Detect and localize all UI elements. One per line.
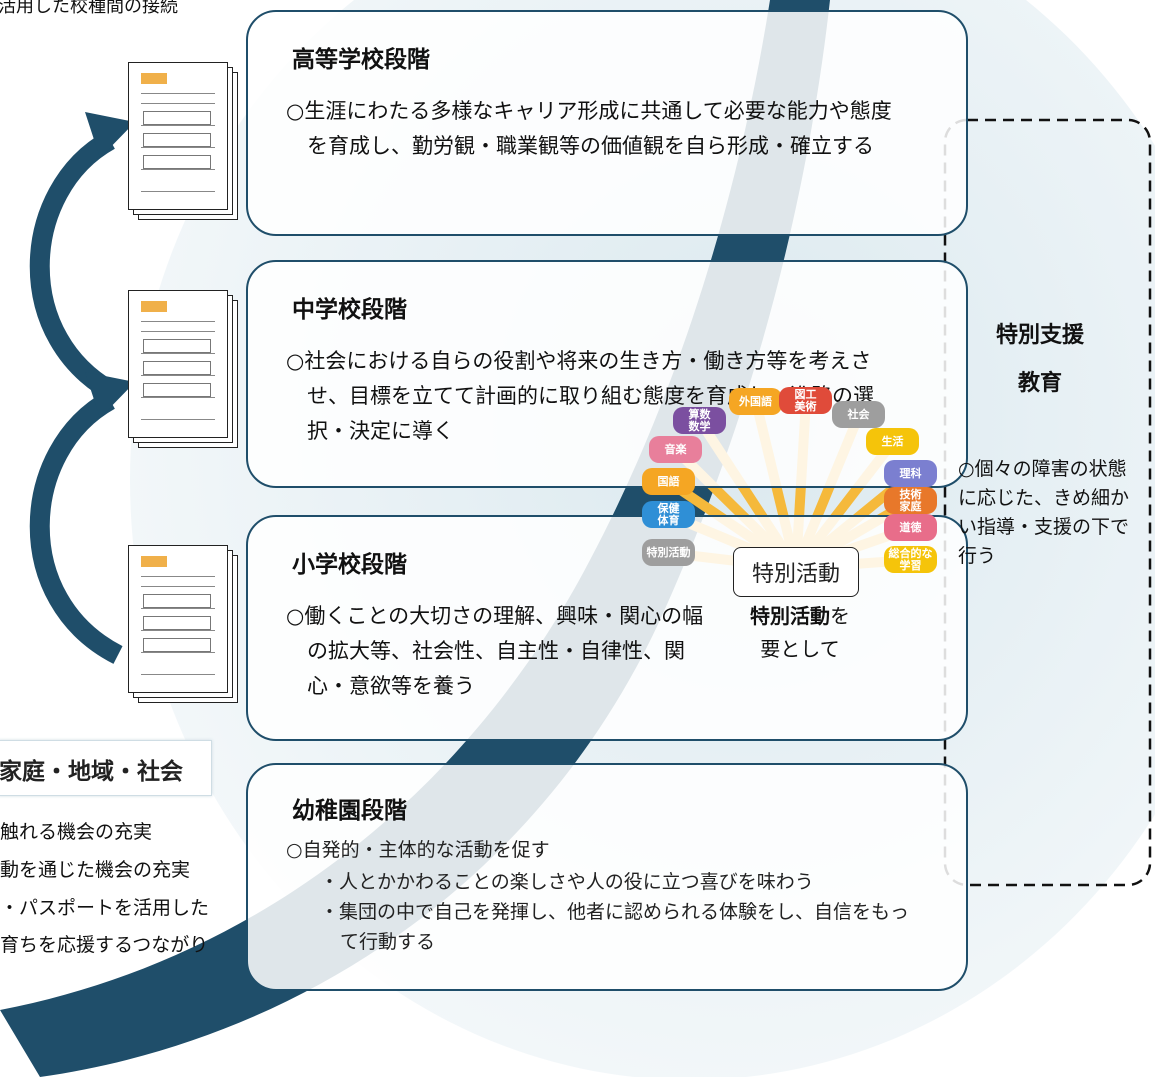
document-field: [143, 155, 211, 169]
special-support-title: 特別支援 教育: [975, 312, 1105, 408]
document-stack-elementary: [128, 545, 248, 705]
document-page: [128, 545, 228, 693]
document-line: [141, 321, 215, 322]
document-page: [128, 62, 228, 210]
kindergarten-desc: ○自発的・主体的な活動を促す: [286, 839, 550, 861]
document-line: [141, 630, 215, 631]
document-field: [143, 638, 211, 652]
curved-arrow-upper-head: [85, 112, 135, 158]
special-activity-caption-line2: 要として: [760, 637, 840, 661]
curved-arrow-lower-head: [85, 372, 135, 418]
document-line: [141, 103, 215, 104]
document-header-tag: [141, 73, 167, 84]
subject-tag: 保健 体育: [642, 501, 695, 528]
subject-tag: 社会: [832, 401, 885, 428]
community-title: 家庭・地域・社会: [0, 759, 183, 785]
document-line: [141, 397, 215, 398]
document-line: [141, 674, 215, 675]
junior-high-box: 中学校段階 ○社会における自らの役割や将来の生き方・働き方等を考えさせ、目標を立…: [246, 260, 968, 488]
subject-tag: 道徳: [884, 514, 937, 541]
special-activity-caption-bold: 特別活動: [750, 604, 830, 628]
document-line: [141, 576, 215, 577]
kindergarten-title: 幼稚園段階: [292, 798, 407, 824]
special-support-title-line1: 特別支援: [995, 323, 1084, 348]
document-line: [141, 375, 215, 376]
elementary-box: 小学校段階 ○働くことの大切さの理解、興味・関心の幅の拡大等、社会性、自主性・自…: [246, 515, 968, 741]
subject-tag: 外国語: [729, 388, 782, 415]
document-line: [141, 353, 215, 354]
document-header-tag: [141, 556, 167, 567]
community-item: ・パスポートを活用した: [0, 897, 210, 919]
document-field: [143, 133, 211, 147]
top-caption: 活用した校種間の接続: [0, 0, 178, 17]
subject-tag: 算数 数学: [673, 407, 726, 434]
document-line: [141, 608, 215, 609]
subject-tag: 生活: [866, 428, 919, 455]
document-line: [141, 147, 215, 148]
special-activity-caption: 特別活動を 要として: [735, 600, 865, 662]
document-field: [143, 616, 211, 630]
document-field: [143, 361, 211, 375]
document-line: [141, 419, 215, 420]
document-field: [143, 594, 211, 608]
subject-tag: 技術 家庭: [884, 487, 937, 514]
document-stack-junior: [128, 290, 248, 450]
high-school-box: 高等学校段階 ○生涯にわたる多様なキャリア形成に共通して必要な能力や態度を育成し…: [246, 10, 968, 236]
document-line: [141, 652, 215, 653]
elementary-title: 小学校段階: [292, 552, 407, 578]
subject-tag: 理科: [884, 460, 937, 487]
subject-tag: 図工 美術: [779, 387, 832, 414]
support-dashed-box: [943, 118, 1152, 887]
community-item: 育ちを応援するつながり: [0, 934, 209, 956]
document-line: [141, 169, 215, 170]
high-school-title: 高等学校段階: [292, 47, 430, 73]
kindergarten-bullet: ・集団の中で自己を発揮し、他者に認められる体験をし、自信をもって行動する: [320, 901, 910, 953]
document-line: [141, 125, 215, 126]
document-line: [141, 93, 215, 94]
community-title-box: 家庭・地域・社会: [0, 740, 212, 796]
high-school-desc: ○生涯にわたる多様なキャリア形成に共通して必要な能力や態度を育成し、勤労観・職業…: [286, 99, 892, 158]
subject-tag: 総合的な 学習: [884, 546, 937, 573]
subject-tag: 国語: [642, 468, 695, 495]
document-line: [141, 586, 215, 587]
curved-arrow-upper: [29, 131, 123, 404]
document-line: [141, 331, 215, 332]
community-item: 触れる機会の充実: [0, 821, 153, 843]
document-field: [143, 339, 211, 353]
document-field: [143, 383, 211, 397]
document-stack-high: [128, 62, 248, 222]
kindergarten-box: 幼稚園段階 ○自発的・主体的な活動を促す ・人とかかわることの楽しさや人の役に立…: [246, 763, 968, 991]
document-header-tag: [141, 301, 167, 312]
special-activity-center-label: 特別活動: [733, 547, 859, 597]
special-activity-caption-suffix: を: [830, 604, 850, 628]
subject-tag: 特別活動: [642, 539, 695, 566]
subject-tag: 音楽: [649, 436, 702, 463]
special-support-desc: ○個々の障害の状態に応じた、きめ細かい指導・支援の下で行う: [958, 458, 1130, 567]
document-field: [143, 111, 211, 125]
elementary-desc: ○働くことの大切さの理解、興味・関心の幅の拡大等、社会性、自主性・自律性、関心・…: [286, 604, 704, 698]
document-line: [141, 191, 215, 192]
community-item: 動を通じた機会の充実: [0, 859, 191, 881]
curved-arrow-lower: [29, 391, 123, 664]
special-support-title-line2: 教育: [1017, 371, 1062, 396]
kindergarten-bullet: ・人とかかわることの楽しさや人の役に立つ喜びを味わう: [320, 871, 814, 893]
junior-high-title: 中学校段階: [292, 297, 407, 323]
document-page: [128, 290, 228, 438]
